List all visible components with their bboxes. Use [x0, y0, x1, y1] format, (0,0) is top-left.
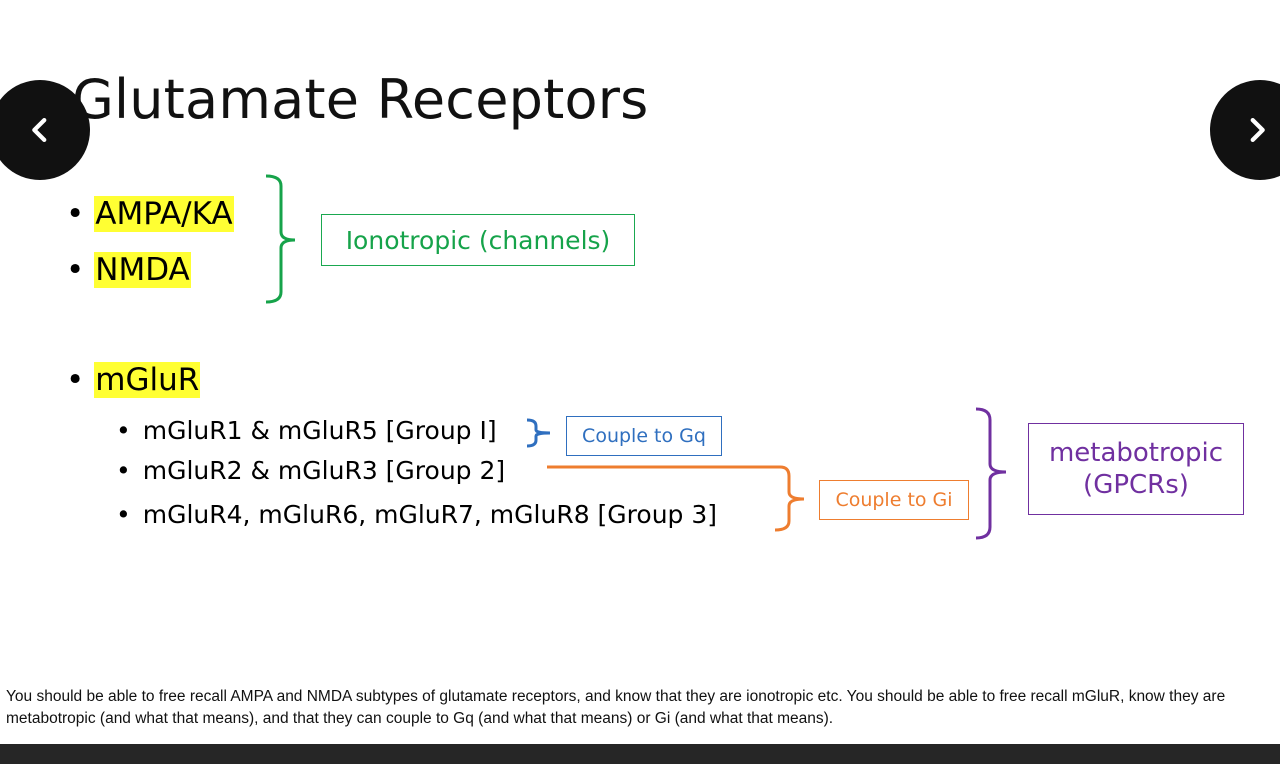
metabotropic-label-box: metabotropic (GPCRs)	[1028, 423, 1244, 515]
sub-bullet-label: mGluR4, mGluR6, mGluR7, mGluR8 [Group 3]	[142, 500, 718, 529]
metabotropic-label-line2: (GPCRs)	[1083, 470, 1189, 500]
bullet-mglur: •mGluR	[66, 362, 201, 398]
ionotropic-bracket	[265, 174, 296, 304]
bullet-dot: •	[66, 196, 85, 232]
slide: Glutamate Receptors •AMPA/KA •NMDA •mGlu…	[0, 68, 1280, 540]
bullet-label: NMDA	[94, 252, 191, 288]
metabotropic-label-line1: metabotropic	[1048, 437, 1224, 468]
couple-gq-label-box: Couple to Gq	[566, 416, 722, 456]
next-slide-button[interactable]	[1210, 80, 1280, 180]
sub-bullet-label: mGluR1 & mGluR5 [Group I]	[142, 416, 497, 445]
bullet-label: mGluR	[94, 362, 201, 398]
ionotropic-label: Ionotropic (channels)	[345, 225, 611, 255]
previous-slide-button[interactable]	[0, 80, 90, 180]
bullet-nmda: •NMDA	[66, 252, 191, 288]
speaker-notes: You should be able to free recall AMPA a…	[6, 688, 1226, 727]
couple-gi-label: Couple to Gi	[835, 489, 953, 511]
bullet-ampa: •AMPA/KA	[66, 196, 234, 232]
sub-bullet-group2: • mGluR2 & mGluR3 [Group 2]	[116, 456, 505, 485]
chevron-right-icon	[1250, 117, 1265, 143]
bullet-dot: •	[116, 456, 131, 485]
couple-gi-label-box: Couple to Gi	[819, 480, 969, 520]
ionotropic-label-box: Ionotropic (channels)	[321, 214, 635, 266]
bullet-dot: •	[116, 500, 131, 529]
slide-title: Glutamate Receptors	[72, 68, 649, 131]
chevron-left-icon	[32, 117, 47, 143]
sub-bullet-group1: • mGluR1 & mGluR5 [Group I]	[116, 416, 497, 445]
bullet-dot: •	[66, 252, 85, 288]
gq-brace	[526, 418, 551, 448]
footer-bar	[0, 744, 1280, 764]
metabotropic-bracket	[975, 407, 1007, 540]
bullet-dot: •	[116, 416, 131, 445]
sub-bullet-group3: • mGluR4, mGluR6, mGluR7, mGluR8 [Group 3…	[116, 500, 717, 529]
sub-bullet-label: mGluR2 & mGluR3 [Group 2]	[142, 456, 506, 485]
couple-gq-label: Couple to Gq	[582, 425, 706, 447]
bullet-label: AMPA/KA	[94, 196, 234, 232]
bullet-dot: •	[66, 362, 85, 398]
